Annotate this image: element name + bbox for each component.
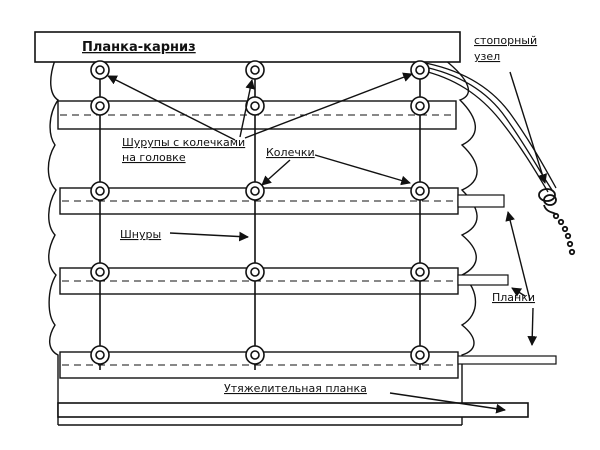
slat-4 xyxy=(59,351,557,379)
fabric-right-edge xyxy=(444,59,478,425)
cornice-board xyxy=(34,31,461,63)
slat-3 xyxy=(59,267,509,295)
screws-label-line2: на головке xyxy=(122,151,186,164)
stopper-knot-icon xyxy=(538,188,576,256)
slat-2-end xyxy=(457,194,505,208)
weight-slat xyxy=(57,402,529,418)
slat-3-end xyxy=(457,274,509,286)
cord-ring-icon xyxy=(90,96,430,365)
weight-slat-label: Утяжелительная планка xyxy=(224,382,367,395)
fabric-left-edge xyxy=(47,59,59,425)
screw-eye-ring-icon xyxy=(90,60,430,80)
slat-2 xyxy=(59,187,505,215)
stopper-label-line1: стопорный xyxy=(474,34,537,47)
arrows xyxy=(107,71,548,414)
slats-label: Планки xyxy=(492,291,535,304)
cords xyxy=(99,75,421,370)
stopper-label-line2: узел xyxy=(474,50,500,63)
cornice-label: Планка-карниз xyxy=(82,40,196,55)
screws-label-line1: Шурупы с колечками xyxy=(122,136,245,149)
cords-to-stopper xyxy=(419,61,557,193)
cords-label: Шнуры xyxy=(120,228,161,241)
slat-4-end xyxy=(457,355,557,365)
rings-label: Колечки xyxy=(266,146,315,159)
